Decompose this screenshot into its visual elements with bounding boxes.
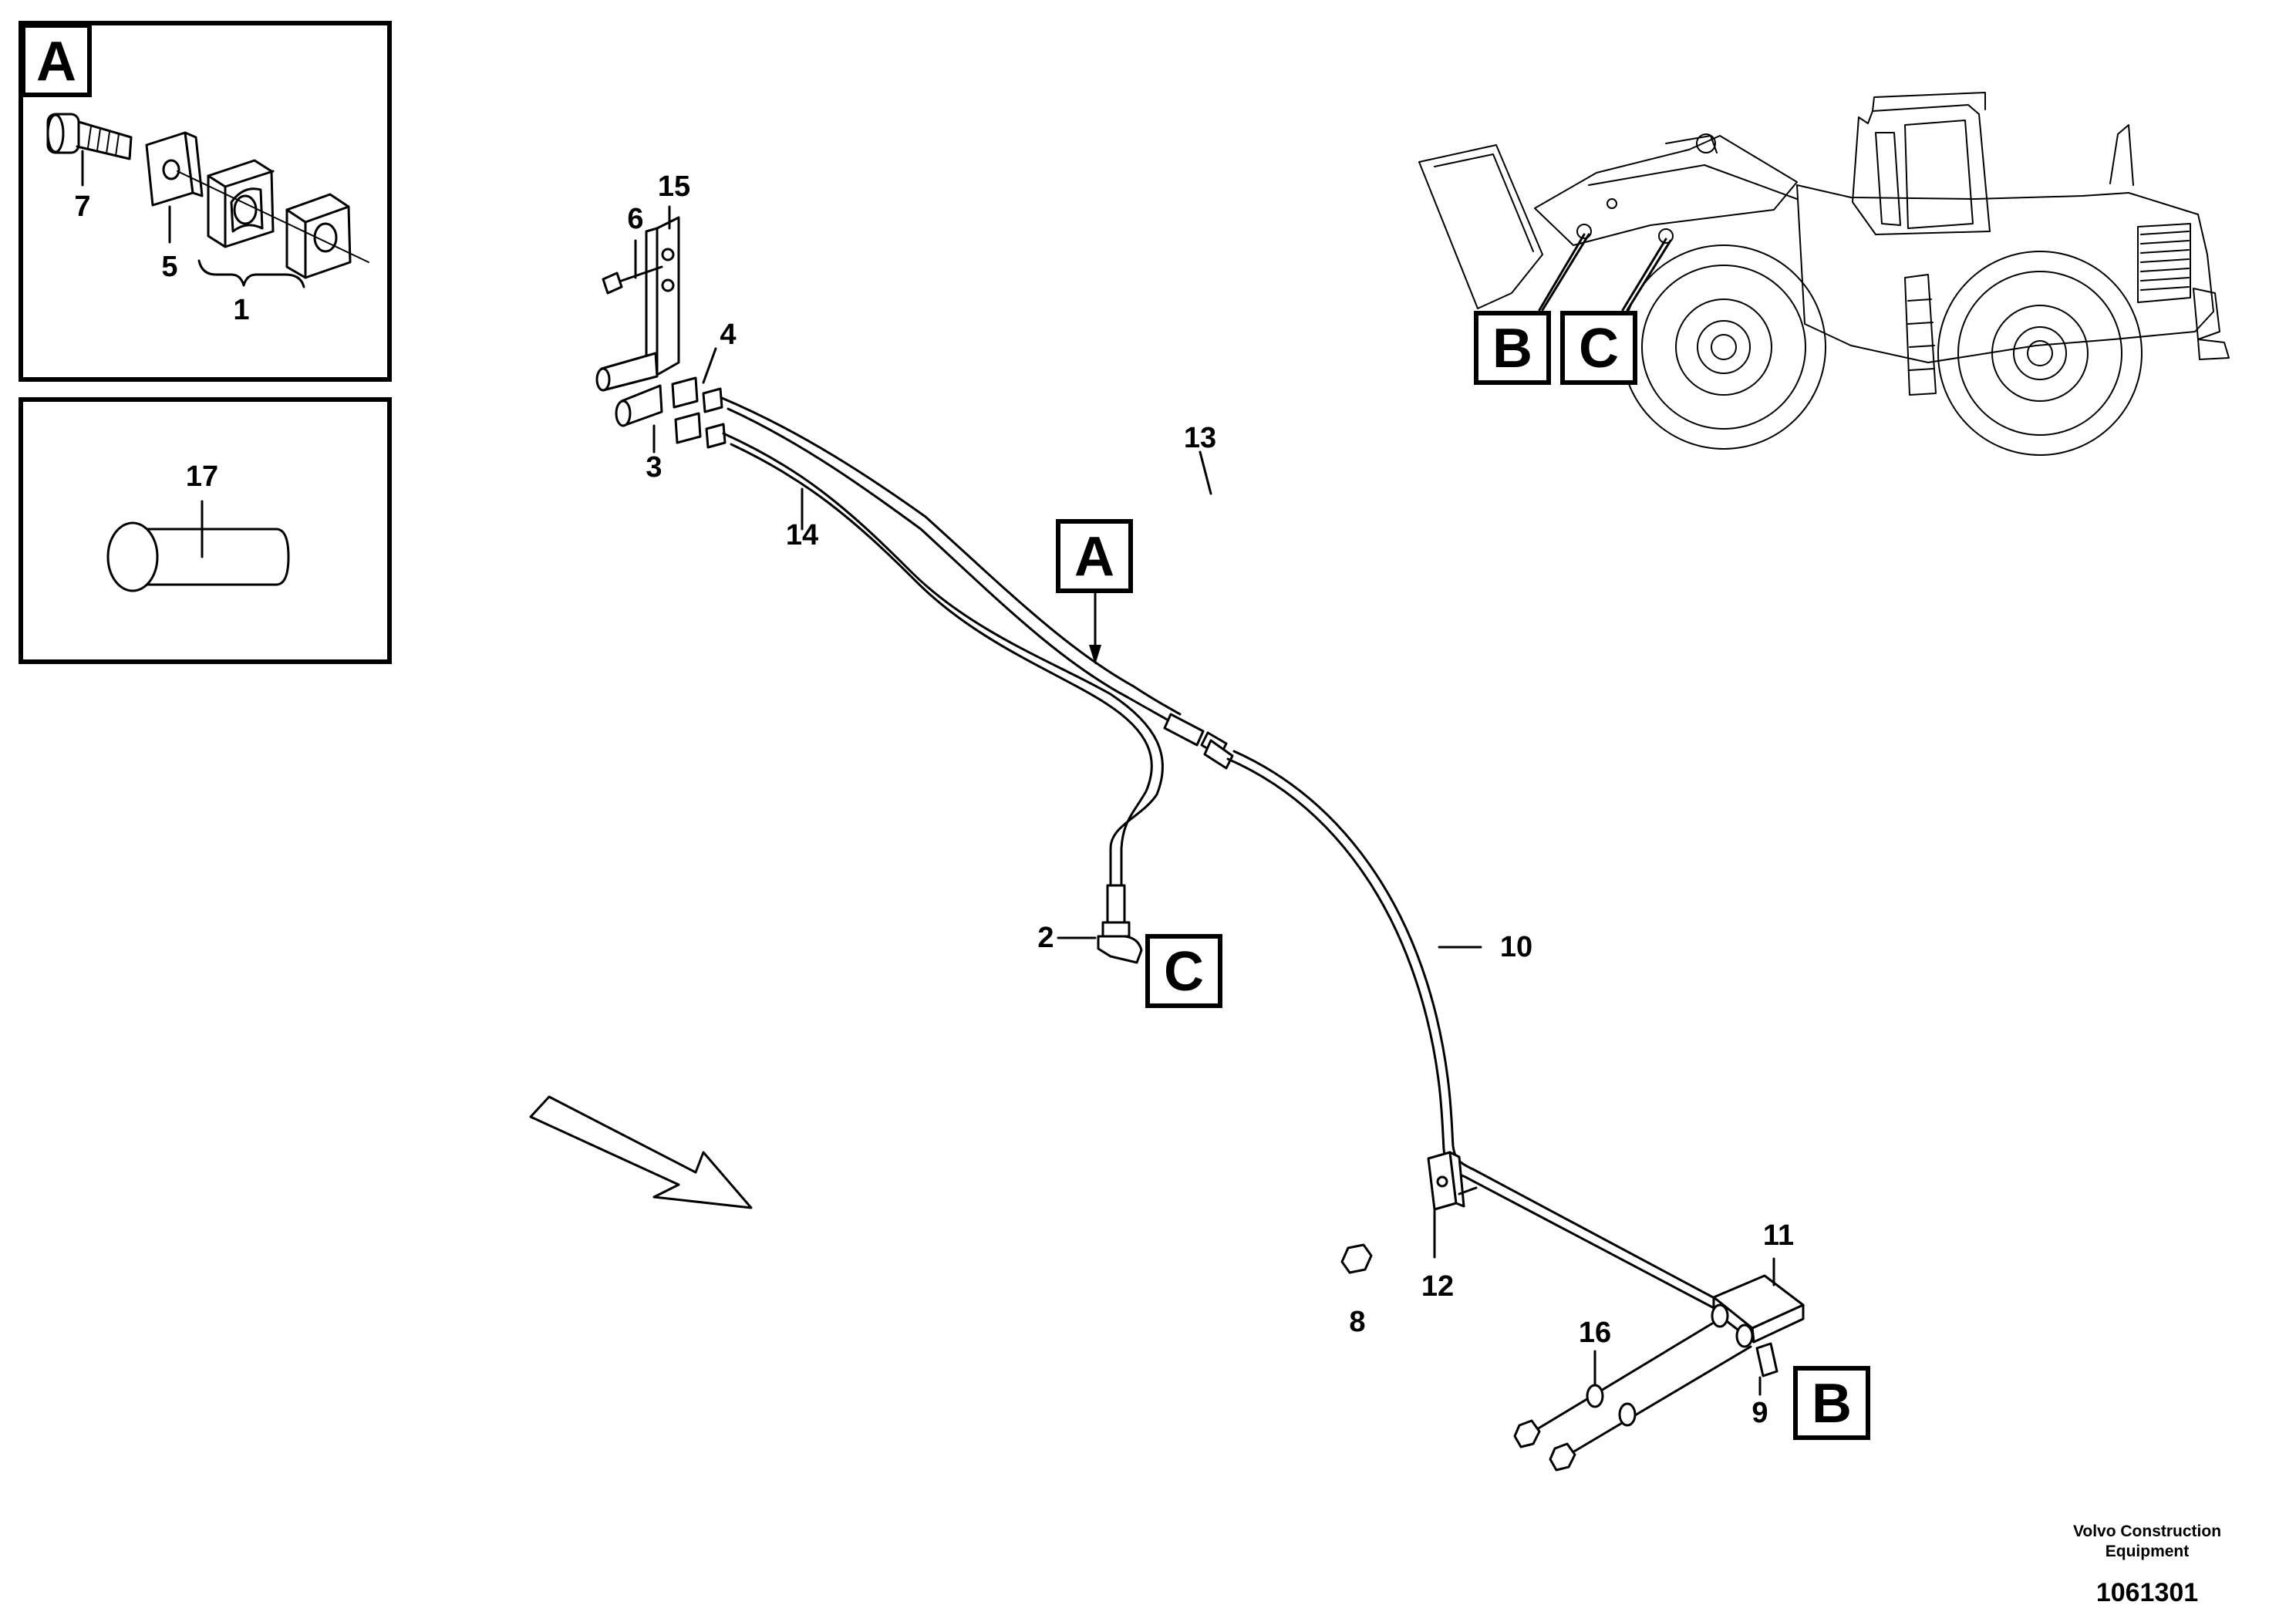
label-14: 14 bbox=[786, 519, 818, 551]
pin-icon bbox=[106, 521, 290, 592]
label-13: 13 bbox=[1184, 422, 1216, 454]
detail-a-letter: A bbox=[36, 31, 76, 93]
callout-b: B bbox=[1793, 1366, 1870, 1440]
callout-c: C bbox=[1145, 934, 1222, 1008]
rear-wheel-icon bbox=[1937, 251, 2143, 456]
machine-callout-b: B bbox=[1474, 311, 1551, 385]
elbow-fitting-icon bbox=[1097, 884, 1143, 964]
fitting-icon bbox=[595, 352, 727, 449]
label-9: 9 bbox=[1752, 1397, 1768, 1429]
label-16: 16 bbox=[1579, 1317, 1611, 1349]
bolts-16-icon bbox=[1513, 1322, 1778, 1472]
label-17: 17 bbox=[186, 460, 218, 493]
hose-13 bbox=[720, 396, 1182, 725]
label-2: 2 bbox=[1037, 922, 1054, 954]
svg-text:A: A bbox=[1074, 526, 1114, 588]
hose-10 bbox=[1226, 750, 1726, 1313]
svg-text:C: C bbox=[1579, 318, 1619, 379]
detail-a-panel: A 7 5 bbox=[19, 21, 392, 382]
hose-coupler-icon bbox=[1163, 713, 1234, 770]
clip-12-icon bbox=[1427, 1151, 1465, 1211]
svg-text:B: B bbox=[1492, 318, 1532, 379]
bracket-11-icon bbox=[1711, 1274, 1805, 1348]
callout-a: A bbox=[1056, 519, 1133, 665]
wheel-loader-illustration bbox=[1418, 92, 2230, 456]
credit-line-1: Volvo Construction bbox=[2073, 1523, 2221, 1540]
label-3: 3 bbox=[646, 451, 662, 484]
label-10: 10 bbox=[1500, 931, 1532, 963]
credit-line-2: Equipment bbox=[2106, 1543, 2190, 1560]
doc-number: 1061301 bbox=[2096, 1578, 2198, 1607]
machine-callout-c: C bbox=[1560, 311, 1637, 385]
label-7: 7 bbox=[74, 191, 90, 223]
detail-pin-panel: 17 bbox=[19, 397, 392, 664]
clamp-block-icon bbox=[285, 193, 352, 279]
front-wheel-icon bbox=[1621, 244, 1826, 450]
bolt-icon bbox=[46, 113, 133, 160]
nut-8-icon bbox=[1340, 1243, 1373, 1274]
label-1: 1 bbox=[233, 294, 249, 326]
direction-arrow-icon bbox=[529, 1095, 753, 1209]
hose-14 bbox=[722, 432, 1164, 889]
svg-text:C: C bbox=[1164, 941, 1204, 1003]
label-12: 12 bbox=[1421, 1270, 1454, 1303]
label-15: 15 bbox=[658, 170, 690, 203]
plate-washer-icon bbox=[145, 131, 204, 207]
clamp-half-icon bbox=[207, 159, 275, 248]
grille-icon bbox=[2137, 223, 2191, 303]
label-6: 6 bbox=[627, 203, 643, 235]
label-8: 8 bbox=[1349, 1306, 1365, 1338]
svg-text:B: B bbox=[1812, 1373, 1852, 1435]
label-4: 4 bbox=[720, 319, 736, 351]
label-5: 5 bbox=[161, 251, 177, 283]
bracket-assembly bbox=[595, 216, 727, 449]
label-11: 11 bbox=[1763, 1219, 1794, 1252]
